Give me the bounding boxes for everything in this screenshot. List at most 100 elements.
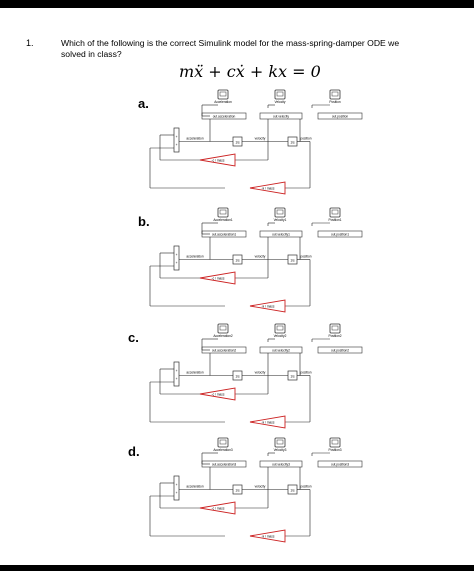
- signal-label: acceleration: [186, 255, 203, 259]
- scope-screen: [331, 209, 339, 215]
- gain-label: -c / mass: [212, 506, 225, 510]
- diagram-svg-c: Acceleration2 Velocity2 Position2 out.accel…: [149, 323, 363, 429]
- scope-screen: [276, 209, 284, 215]
- output-variable-label: out.acceleration: [213, 114, 236, 118]
- top-black-bar: [0, 0, 474, 8]
- gain-label: -k / mass: [262, 420, 275, 424]
- output-variable-label: out.position2: [331, 348, 349, 352]
- output-variable-label: out.velocity: [273, 114, 289, 118]
- scope-screen: [219, 209, 227, 215]
- gain-block-stiffness: [249, 415, 286, 429]
- output-variable-label: out.acceleration1: [212, 232, 237, 236]
- sum-block: [173, 475, 180, 501]
- gain-label: -c / mass: [212, 276, 225, 280]
- sum-sign: +: [176, 377, 178, 381]
- to-workspace-block: [317, 460, 363, 468]
- signal-label: velocity: [255, 255, 266, 259]
- signal-label: acceleration: [186, 371, 203, 375]
- scope-screen: [276, 325, 284, 331]
- question-text: Which of the following is the correct Si…: [61, 38, 400, 59]
- sum-sign: +: [176, 483, 178, 487]
- gain-label: -k / mass: [262, 534, 275, 538]
- signal-label: acceleration: [186, 485, 203, 489]
- sum-block: [173, 127, 180, 153]
- sum-sign: +: [176, 369, 178, 373]
- scope-screen: [276, 91, 284, 97]
- output-variable-label: out.acceleration2: [212, 348, 237, 352]
- simulink-diagram-d: Acceleration3 Velocity3 Position3 out.accel…: [140, 436, 370, 546]
- to-workspace-block: [317, 112, 363, 120]
- scope-label: Position: [329, 100, 341, 104]
- sum-sign: +: [176, 143, 178, 147]
- output-variable-label: out.velocity1: [272, 232, 290, 236]
- scope-screen: [219, 91, 227, 97]
- diagram-svg-d: Acceleration3 Velocity3 Position3 out.accel…: [149, 437, 363, 543]
- signal-label: velocity: [255, 137, 266, 141]
- scope-label: Acceleration3: [213, 448, 233, 452]
- integrator-text: 1/s: [235, 489, 240, 493]
- gain-block-stiffness: [249, 529, 286, 543]
- gain-block-damping: [199, 501, 236, 515]
- sum-block: [173, 245, 180, 271]
- output-variable-label: out.position3: [331, 462, 349, 466]
- output-variable-label: out.position1: [331, 232, 349, 236]
- gain-label: -c / mass: [212, 392, 225, 396]
- scope-label: Position3: [328, 448, 341, 452]
- integrator-text: 1/s: [235, 141, 240, 145]
- scope-label: Position1: [328, 218, 341, 222]
- scope-label: Position2: [328, 334, 341, 338]
- sum-sign: +: [176, 491, 178, 495]
- option-label-c[interactable]: c.: [128, 330, 139, 345]
- output-variable-label: out.acceleration3: [212, 462, 237, 466]
- integrator-text: 1/s: [235, 375, 240, 379]
- to-workspace-block: [259, 230, 303, 238]
- to-workspace-block: [317, 346, 363, 354]
- question-number: 1.: [26, 38, 34, 48]
- sum-sign: +: [176, 135, 178, 139]
- scope-screen: [331, 325, 339, 331]
- ode-equation: mẍ + cẋ + kx = 0: [179, 62, 321, 81]
- integrator-text: 1/s: [290, 489, 295, 493]
- scope-label: Velocity: [275, 100, 286, 104]
- option-label-b[interactable]: b.: [138, 214, 150, 229]
- signal-label: position: [301, 485, 312, 489]
- signal-label: acceleration: [186, 137, 203, 141]
- scope-label: Acceleration2: [213, 334, 233, 338]
- scope-screen: [276, 439, 284, 445]
- sum-sign: +: [176, 253, 178, 257]
- scope-label: Velocity2: [274, 334, 287, 338]
- scope-label: Acceleration1: [213, 218, 233, 222]
- to-workspace-block: [259, 112, 303, 120]
- to-workspace-block: [259, 460, 303, 468]
- scope-screen: [219, 325, 227, 331]
- signal-label: position: [301, 371, 312, 375]
- signal-label: position: [301, 137, 312, 141]
- signal-label: velocity: [255, 371, 266, 375]
- output-variable-label: out.position: [332, 114, 349, 118]
- integrator-text: 1/s: [290, 259, 295, 263]
- gain-block-damping: [199, 153, 236, 167]
- to-workspace-block: [259, 346, 303, 354]
- scope-screen: [331, 439, 339, 445]
- option-label-d[interactable]: d.: [128, 444, 140, 459]
- scope-label: Velocity3: [274, 448, 287, 452]
- gain-block-stiffness: [249, 299, 286, 313]
- simulink-diagram-c: Acceleration2 Velocity2 Position2 out.accel…: [140, 322, 370, 432]
- bottom-black-bar: [0, 565, 474, 571]
- integrator-text: 1/s: [235, 259, 240, 263]
- gain-block-stiffness: [249, 181, 286, 195]
- sum-block: [173, 361, 180, 387]
- gain-label: -k / mass: [262, 186, 275, 190]
- output-variable-label: out.velocity3: [272, 462, 290, 466]
- scope-screen: [331, 91, 339, 97]
- sum-sign: +: [176, 261, 178, 265]
- gain-label: -c / mass: [212, 158, 225, 162]
- gain-label: -k / mass: [262, 304, 275, 308]
- integrator-text: 1/s: [290, 141, 295, 145]
- signal-label: position: [301, 255, 312, 259]
- option-label-a[interactable]: a.: [138, 96, 149, 111]
